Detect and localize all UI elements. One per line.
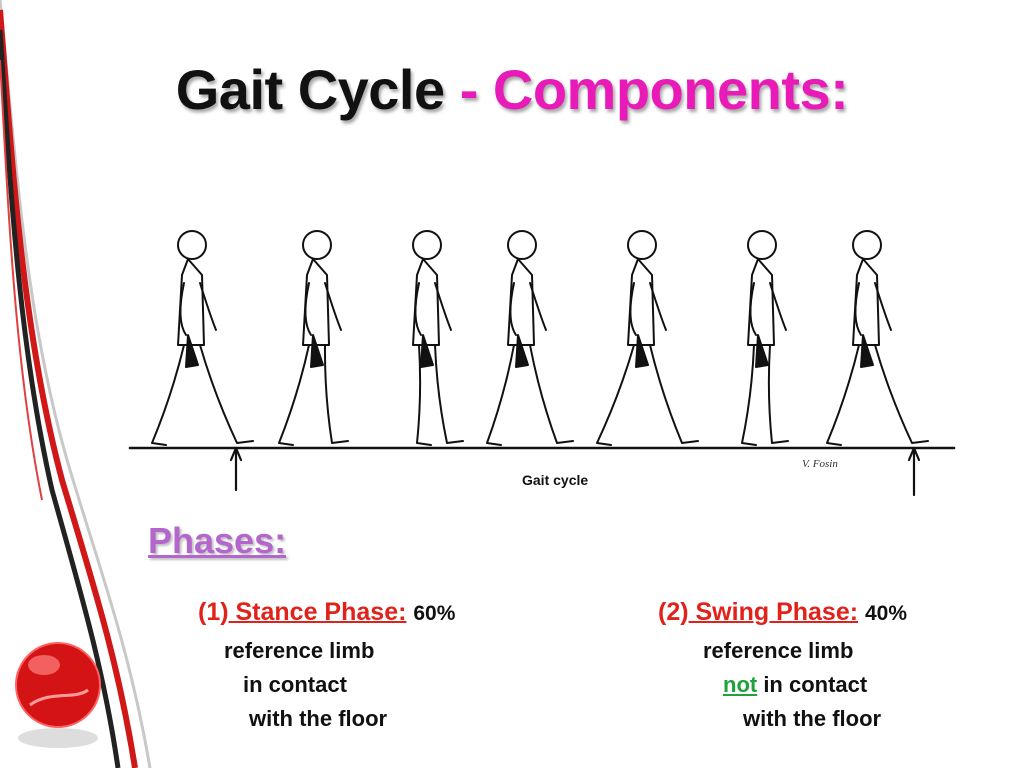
- walking-figure: [278, 230, 349, 446]
- stance-line-2: in contact: [243, 672, 347, 697]
- stance-phase-heading: (1) Stance Phase: 60%: [198, 598, 455, 627]
- swing-line-3: with the floor: [743, 706, 882, 731]
- swing-percent: 40%: [865, 602, 908, 625]
- swing-phase-name: Swing Phase:: [688, 598, 859, 626]
- swing-line-2: not in contact: [723, 672, 867, 698]
- red-orb-icon: [15, 642, 101, 748]
- swing-phase-heading: (2) Swing Phase: 40%: [658, 598, 907, 627]
- title-part-components: - Components:: [444, 58, 849, 121]
- swing-number: (2): [658, 598, 689, 626]
- swing-not-word: not: [723, 672, 758, 697]
- swing-line-1: reference limb: [703, 638, 854, 663]
- stance-phase-name: Stance Phase:: [228, 598, 407, 626]
- walking-figure: [596, 230, 699, 446]
- figure-caption: Gait cycle: [522, 472, 588, 488]
- slide-title: Gait Cycle - Components:: [0, 62, 1024, 118]
- stance-line-3: with the floor: [249, 706, 388, 731]
- walking-figure: [151, 230, 254, 446]
- stance-number: (1): [198, 598, 229, 626]
- walking-figure: [741, 230, 789, 446]
- swing-line-2-rest: in contact: [757, 672, 868, 697]
- decorative-swoosh: [0, 0, 152, 768]
- walking-figure: [826, 230, 929, 446]
- artist-signature: V. Fosin: [802, 458, 838, 470]
- phases-heading: Phases:: [148, 520, 287, 561]
- walking-figure: [412, 230, 464, 446]
- walking-figure: [486, 230, 574, 446]
- gait-cycle-illustration: Gait cycle V. Fosin: [128, 230, 956, 497]
- stance-line-1: reference limb: [224, 638, 375, 663]
- stance-percent: 60%: [413, 602, 456, 625]
- title-part-gait-cycle: Gait Cycle: [175, 58, 445, 121]
